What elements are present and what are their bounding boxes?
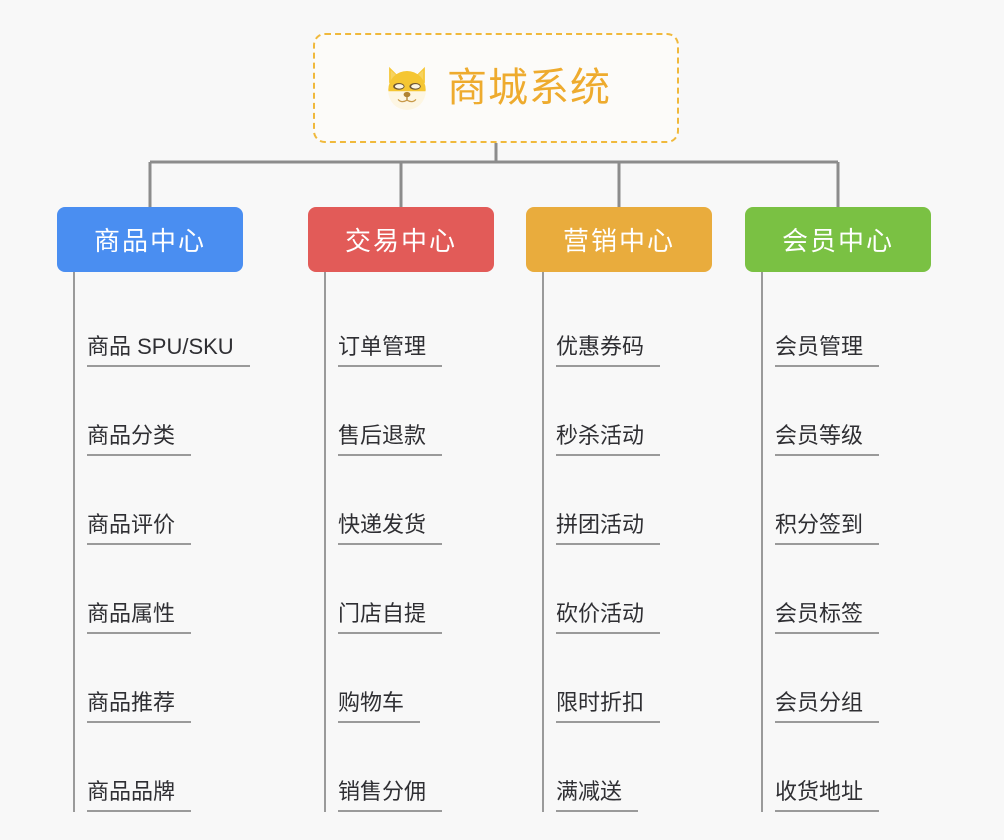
leaf-item-label: 快递发货 [338, 512, 443, 545]
leaf-item-label: 会员等级 [775, 423, 880, 456]
leaf-item-label: 满减送 [556, 779, 639, 812]
branch-column-2: 交易中心订单管理售后退款快递发货门店自提购物车销售分佣 [308, 207, 494, 812]
branch-header-4[interactable]: 会员中心 [745, 207, 931, 272]
leaf-item-label: 门店自提 [338, 601, 443, 634]
branch-items-1: 商品 SPU/SKU 商品分类商品评价商品属性商品推荐商品品牌 [57, 272, 250, 812]
leaf-item-label: 商品评价 [87, 512, 192, 545]
leaf-item-label: 订单管理 [338, 334, 443, 367]
leaf-item[interactable]: 优惠券码 [526, 278, 712, 367]
leaf-item-label: 会员管理 [775, 334, 880, 367]
leaf-item[interactable]: 商品评价 [57, 456, 243, 545]
branch-spine-4 [761, 272, 763, 812]
leaf-item[interactable]: 门店自提 [308, 545, 494, 634]
leaf-item[interactable]: 砍价活动 [526, 545, 712, 634]
leaf-item[interactable]: 商品品牌 [57, 723, 243, 812]
leaf-item[interactable]: 会员管理 [745, 278, 931, 367]
leaf-item[interactable]: 秒杀活动 [526, 367, 712, 456]
leaf-item[interactable]: 会员等级 [745, 367, 931, 456]
leaf-item[interactable]: 满减送 [526, 723, 712, 812]
leaf-item-label: 积分签到 [775, 512, 880, 545]
leaf-item-label: 砍价活动 [556, 601, 661, 634]
leaf-item[interactable]: 收货地址 [745, 723, 931, 812]
leaf-item[interactable]: 商品推荐 [57, 634, 243, 723]
leaf-item-label: 秒杀活动 [556, 423, 661, 456]
leaf-item[interactable]: 订单管理 [308, 278, 494, 367]
leaf-item[interactable]: 积分签到 [745, 456, 931, 545]
leaf-item[interactable]: 拼团活动 [526, 456, 712, 545]
branch-header-2[interactable]: 交易中心 [308, 207, 494, 272]
leaf-item[interactable]: 销售分佣 [308, 723, 494, 812]
root-node[interactable]: 商城系统 [313, 33, 679, 143]
branch-items-4: 会员管理会员等级积分签到会员标签会员分组收货地址 [745, 272, 931, 812]
leaf-item[interactable]: 会员分组 [745, 634, 931, 723]
leaf-item-label: 商品属性 [87, 601, 192, 634]
root-title: 商城系统 [447, 66, 611, 110]
leaf-item-label: 商品分类 [87, 423, 192, 456]
leaf-item-label: 商品品牌 [87, 779, 192, 812]
leaf-item[interactable]: 购物车 [308, 634, 494, 723]
leaf-item[interactable]: 商品分类 [57, 367, 243, 456]
leaf-item[interactable]: 商品 SPU/SKU [57, 278, 250, 367]
leaf-item-label: 销售分佣 [338, 779, 443, 812]
branch-spine-1 [73, 272, 75, 812]
leaf-item[interactable]: 快递发货 [308, 456, 494, 545]
leaf-item-label: 购物车 [338, 690, 421, 723]
branch-items-2: 订单管理售后退款快递发货门店自提购物车销售分佣 [308, 272, 494, 812]
branch-items-3: 优惠券码秒杀活动拼团活动砍价活动限时折扣满减送 [526, 272, 712, 812]
branch-column-3: 营销中心优惠券码秒杀活动拼团活动砍价活动限时折扣满减送 [526, 207, 712, 812]
leaf-item-label: 会员标签 [775, 601, 880, 634]
shiba-dog-face-icon [388, 66, 426, 110]
branch-column-1: 商品中心商品 SPU/SKU 商品分类商品评价商品属性商品推荐商品品牌 [57, 207, 250, 812]
leaf-item-label: 收货地址 [775, 779, 880, 812]
branch-column-4: 会员中心会员管理会员等级积分签到会员标签会员分组收货地址 [745, 207, 931, 812]
leaf-item[interactable]: 限时折扣 [526, 634, 712, 723]
branch-spine-2 [324, 272, 326, 812]
leaf-item-label: 优惠券码 [556, 334, 661, 367]
leaf-item-label: 限时折扣 [556, 690, 661, 723]
branch-spine-3 [542, 272, 544, 812]
leaf-item-label: 商品 SPU/SKU [87, 334, 250, 367]
leaf-item-label: 会员分组 [775, 690, 880, 723]
leaf-item-label: 商品推荐 [87, 690, 192, 723]
branch-header-1[interactable]: 商品中心 [57, 207, 243, 272]
leaf-item-label: 拼团活动 [556, 512, 661, 545]
leaf-item-label: 售后退款 [338, 423, 443, 456]
leaf-item[interactable]: 会员标签 [745, 545, 931, 634]
leaf-item[interactable]: 商品属性 [57, 545, 243, 634]
branch-header-3[interactable]: 营销中心 [526, 207, 712, 272]
leaf-item[interactable]: 售后退款 [308, 367, 494, 456]
